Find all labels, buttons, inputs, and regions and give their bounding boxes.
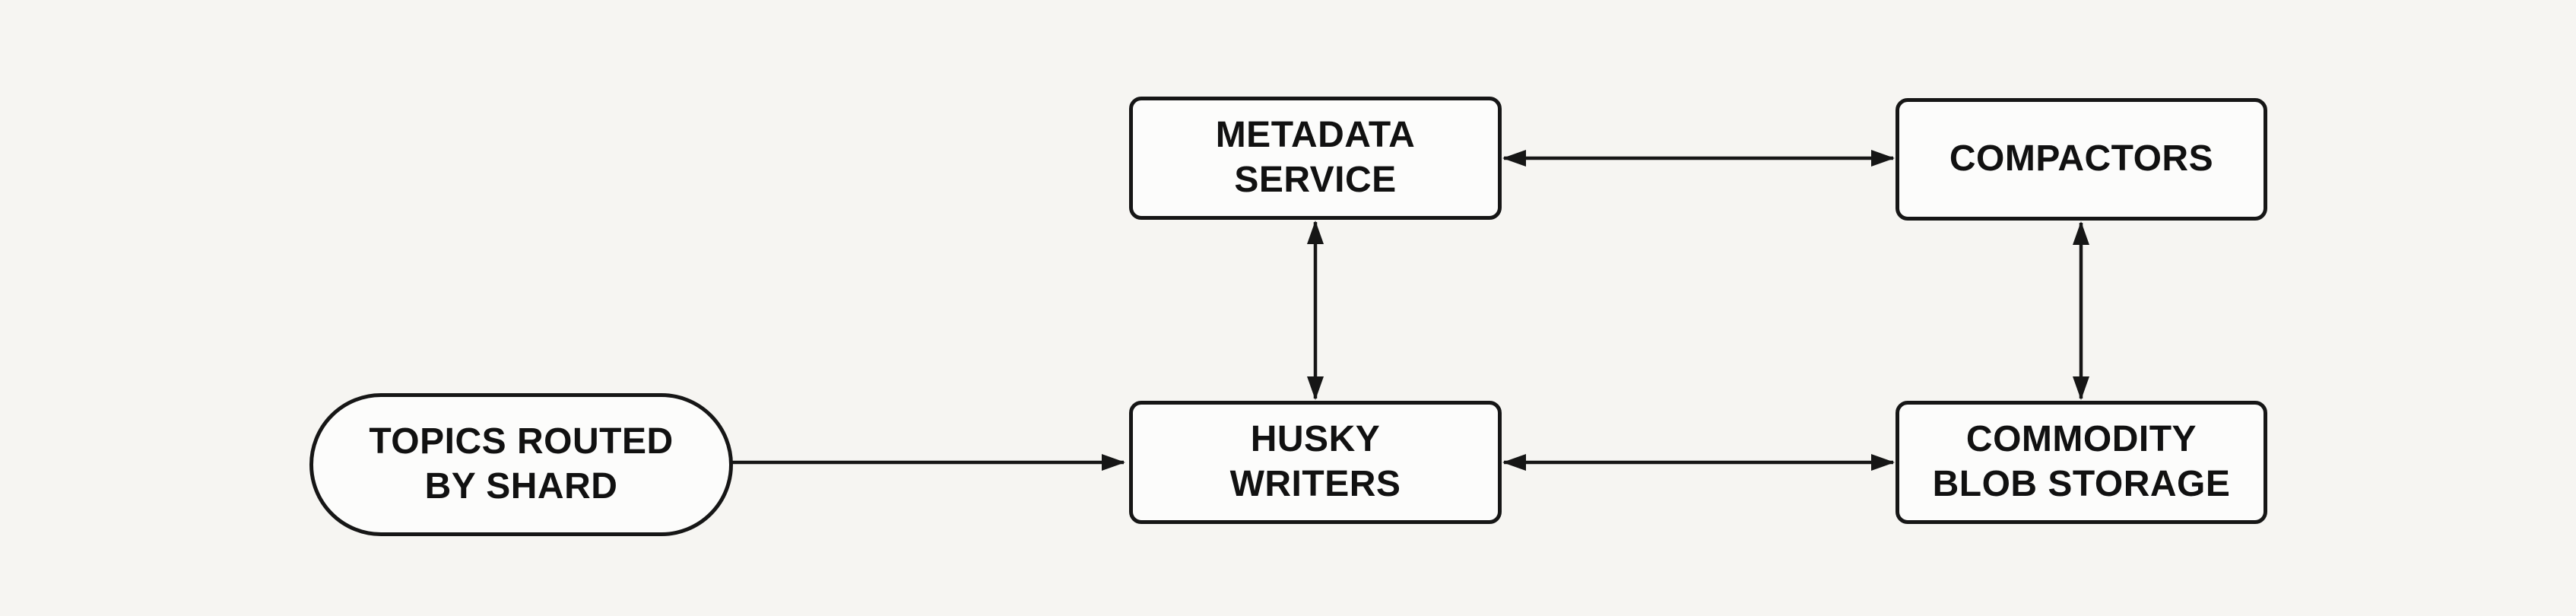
node-commodity-label: COMMODITY BLOB STORAGE — [1932, 419, 2231, 504]
node-topics-routed-by-shard: TOPICS ROUTED BY SHARD — [309, 393, 733, 536]
node-metadata-service: METADATA SERVICE — [1129, 97, 1502, 220]
node-topics-label: TOPICS ROUTED BY SHARD — [369, 421, 674, 506]
node-metadata-label: METADATA SERVICE — [1215, 115, 1416, 200]
node-husky-writers: HUSKY WRITERS — [1129, 401, 1502, 524]
node-compactors-label: COMPACTORS — [1949, 138, 2214, 179]
node-compactors: COMPACTORS — [1896, 98, 2267, 221]
node-commodity-blob-storage: COMMODITY BLOB STORAGE — [1896, 401, 2267, 524]
node-husky-label: HUSKY WRITERS — [1229, 419, 1401, 504]
